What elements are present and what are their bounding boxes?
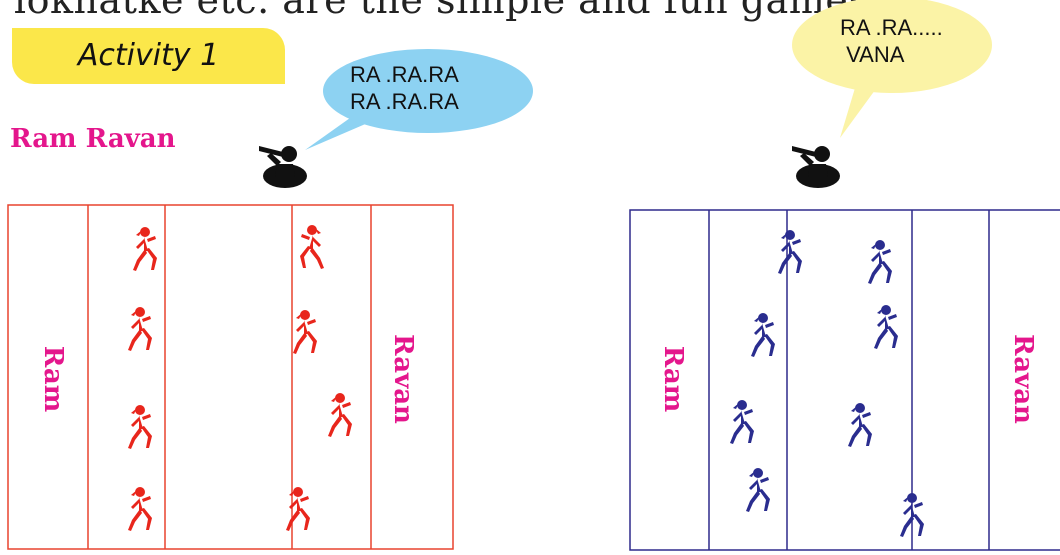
left-field-ravan-label: Ravan: [388, 334, 418, 424]
left-field-ram-label: Ram: [38, 345, 68, 413]
right-field-boundary: [629, 209, 1060, 551]
left-runner: [128, 405, 152, 449]
left-runner: [328, 393, 352, 437]
left-runner: [293, 310, 317, 354]
right-runner: [848, 403, 872, 447]
right-runner: [868, 240, 892, 284]
left-caller-speech: RA .RA.RA RA .RA.RA: [350, 62, 459, 114]
right-caller-figure: [792, 146, 840, 188]
right-field-ravan-label: Ravan: [1008, 334, 1038, 424]
right-runners: [730, 230, 924, 537]
intro-text-line: lokhatke etc. are the simple and fun gam…: [14, 0, 881, 22]
right-runner: [874, 305, 898, 349]
right-field: [629, 209, 1060, 551]
right-runner: [730, 400, 754, 444]
left-field: [7, 204, 454, 550]
left-runner: [133, 227, 157, 271]
left-runners: [128, 225, 352, 531]
left-field-boundary: [7, 204, 454, 550]
right-runner: [751, 313, 775, 357]
activity-badge: Activity 1: [12, 28, 285, 84]
left-runner: [300, 225, 324, 269]
left-runner: [128, 307, 152, 351]
right-runner: [746, 468, 770, 512]
left-runner: [128, 487, 152, 531]
right-field-ram-label: Ram: [658, 345, 688, 413]
game-title: Ram Ravan: [10, 124, 176, 154]
right-speech-bubble: [792, 0, 992, 138]
left-caller-figure: [259, 146, 307, 188]
left-runner: [286, 487, 310, 531]
left-speech-bubble: [305, 49, 533, 150]
right-caller-speech: RA .RA..... VANA: [840, 15, 943, 67]
right-runner: [778, 230, 802, 274]
activity-label: Activity 1: [77, 38, 220, 73]
